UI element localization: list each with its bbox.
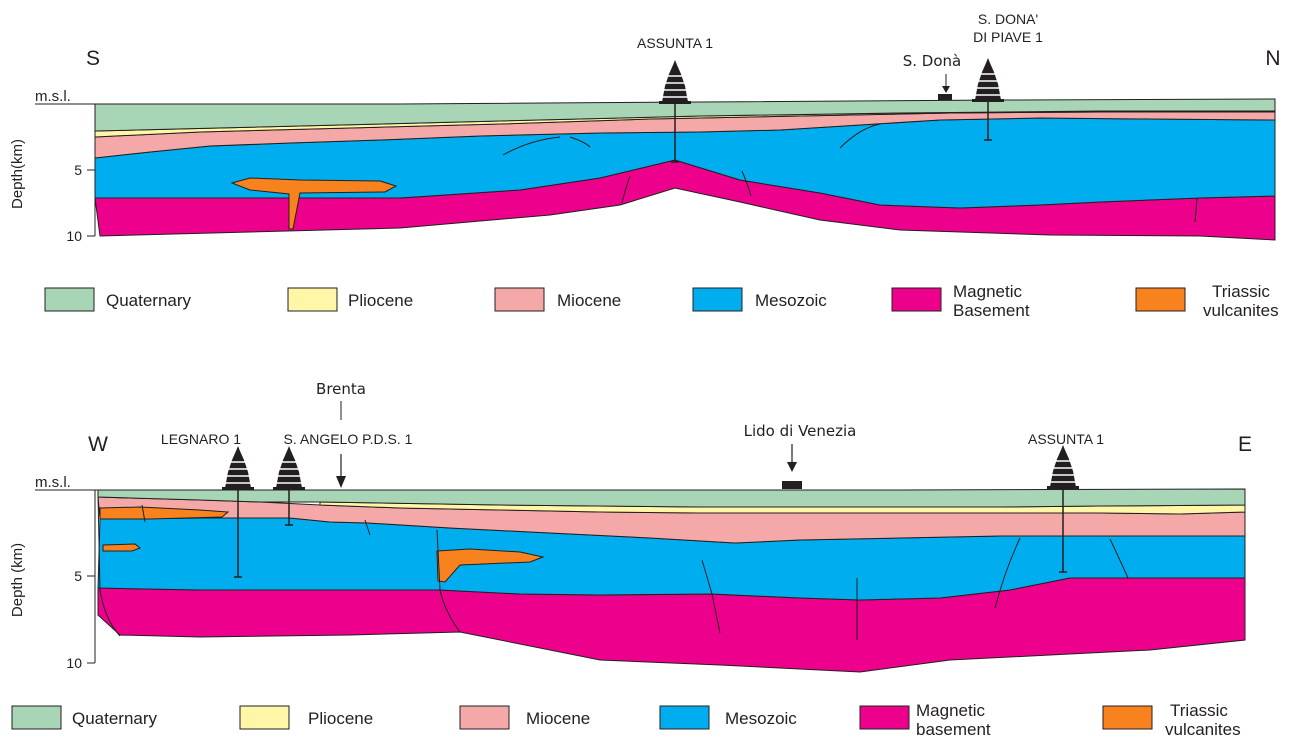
msl-label: m.s.l. <box>35 88 71 105</box>
y-axis-label: Depth(km) <box>9 139 26 209</box>
legend-item-magnetic-basement: Magnetic Basement <box>892 282 1030 320</box>
legend-swatch <box>460 706 509 729</box>
legend-swatch <box>1136 288 1185 311</box>
bottom-cross-section: LEGNARO 1 S. ANGELO P.D.S. 1 ASSUNTA 1 B… <box>9 380 1252 739</box>
legend-item-pliocene: Pliocene <box>288 288 413 311</box>
legend-swatch <box>660 706 709 729</box>
legend-item-mesozoic: Mesozoic <box>693 288 827 311</box>
legend-swatch <box>45 288 94 311</box>
legend-label-line2: Basement <box>953 301 1030 320</box>
legend-item-miocene: Miocene <box>495 288 621 311</box>
legend-label: Miocene <box>557 291 621 310</box>
top-cross-section: ASSUNTA 1 S. DONA' DI PIAVE 1 S. Donà S … <box>9 11 1281 320</box>
well-label-line1: S. DONA' <box>978 11 1038 27</box>
legend-item-triassic-vulcanites: Triassic vulcanites <box>1103 701 1241 739</box>
legend-label-line2: vulcanites <box>1203 301 1279 320</box>
river-label: Brenta <box>316 380 366 398</box>
legend-label: Mesozoic <box>755 291 827 310</box>
well-derrick-icon <box>222 446 254 490</box>
legend-item-miocene: Miocene <box>460 706 590 729</box>
legend-label-line2: vulcanites <box>1165 720 1241 739</box>
direction-right: N <box>1265 47 1280 70</box>
legend-label-line2: basement <box>916 720 991 739</box>
legend-label-line1: Triassic <box>1212 282 1270 301</box>
well-derrick-icon <box>273 446 305 490</box>
legend-label: Miocene <box>526 709 590 728</box>
legend-swatch <box>288 288 337 311</box>
msl-label: m.s.l. <box>35 474 71 491</box>
direction-left: S <box>86 47 100 70</box>
top-town-s-dona: S. Donà <box>903 52 961 100</box>
bottom-town-lido-di-venezia: Lido di Venezia <box>744 422 857 489</box>
town-label: S. Donà <box>903 52 961 70</box>
direction-left: W <box>88 433 108 456</box>
legend-item-magnetic-basement: Magnetic basement <box>860 701 991 739</box>
depth-tick-10: 10 <box>66 655 82 671</box>
legend-item-pliocene: Pliocene <box>240 706 373 729</box>
town-marker-icon <box>938 94 952 100</box>
legend-swatch <box>495 288 544 311</box>
well-label: LEGNARO 1 <box>161 431 241 447</box>
depth-tick-5: 5 <box>74 162 82 178</box>
depth-tick-10: 10 <box>66 228 82 244</box>
legend-item-mesozoic: Mesozoic <box>660 706 797 729</box>
well-label-line2: DI PIAVE 1 <box>973 29 1043 45</box>
legend-swatch <box>892 288 941 311</box>
legend-item-triassic-vulcanites: Triassic vulcanites <box>1136 282 1279 320</box>
legend-label-line1: Magnetic <box>916 701 985 720</box>
direction-right: E <box>1238 433 1252 456</box>
well-derrick-icon <box>659 60 691 104</box>
legend-item-quaternary: Quaternary <box>45 288 192 311</box>
legend-swatch <box>693 288 742 311</box>
top-legend: Quaternary Pliocene Miocene Mesozoic Mag… <box>45 282 1279 320</box>
legend-label: Quaternary <box>106 291 192 310</box>
legend-label-line1: Magnetic <box>953 282 1022 301</box>
depth-tick-5: 5 <box>74 568 82 584</box>
legend-swatch <box>1103 706 1152 729</box>
legend-label: Mesozoic <box>725 709 797 728</box>
well-label: ASSUNTA 1 <box>1028 431 1104 447</box>
town-label: Lido di Venezia <box>744 422 857 440</box>
legend-item-quaternary: Quaternary <box>12 706 158 729</box>
legend-label: Pliocene <box>348 291 413 310</box>
town-marker-icon <box>782 481 802 489</box>
bottom-depth-axis: 5 10 Depth (km) <box>9 490 95 671</box>
legend-label: Pliocene <box>308 709 373 728</box>
well-label: ASSUNTA 1 <box>637 35 713 51</box>
bottom-legend: Quaternary Pliocene Miocene Mesozoic Mag… <box>12 701 1241 739</box>
y-axis-label: Depth (km) <box>9 543 26 617</box>
well-derrick-icon <box>972 58 1004 102</box>
well-derrick-icon <box>1047 445 1079 489</box>
well-label: S. ANGELO P.D.S. 1 <box>284 431 413 447</box>
legend-label: Quaternary <box>72 709 158 728</box>
legend-swatch <box>860 706 909 729</box>
legend-swatch <box>240 706 289 729</box>
top-depth-axis: 5 10 Depth(km) <box>9 104 95 244</box>
legend-label-line1: Triassic <box>1170 701 1228 720</box>
legend-swatch <box>12 706 61 729</box>
